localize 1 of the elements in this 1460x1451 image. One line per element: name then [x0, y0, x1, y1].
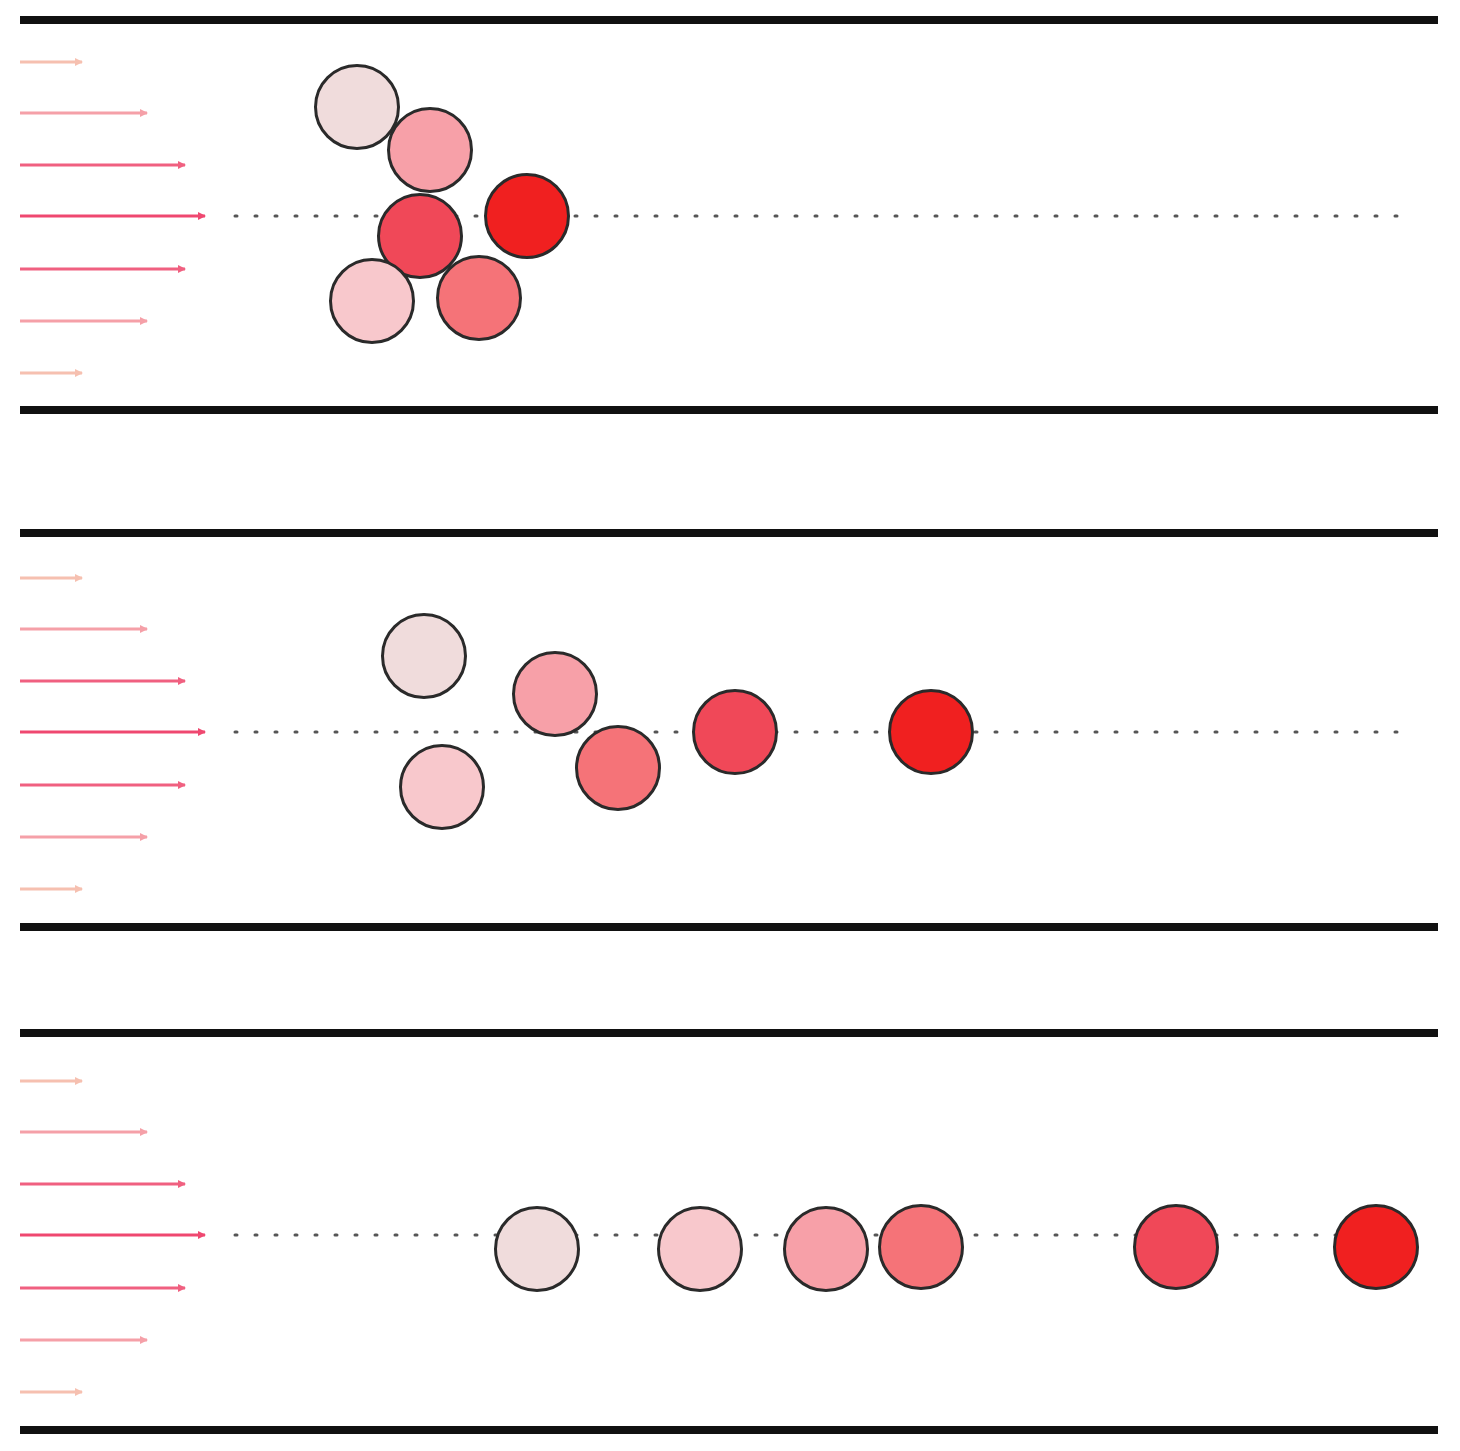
particle — [377, 193, 463, 279]
